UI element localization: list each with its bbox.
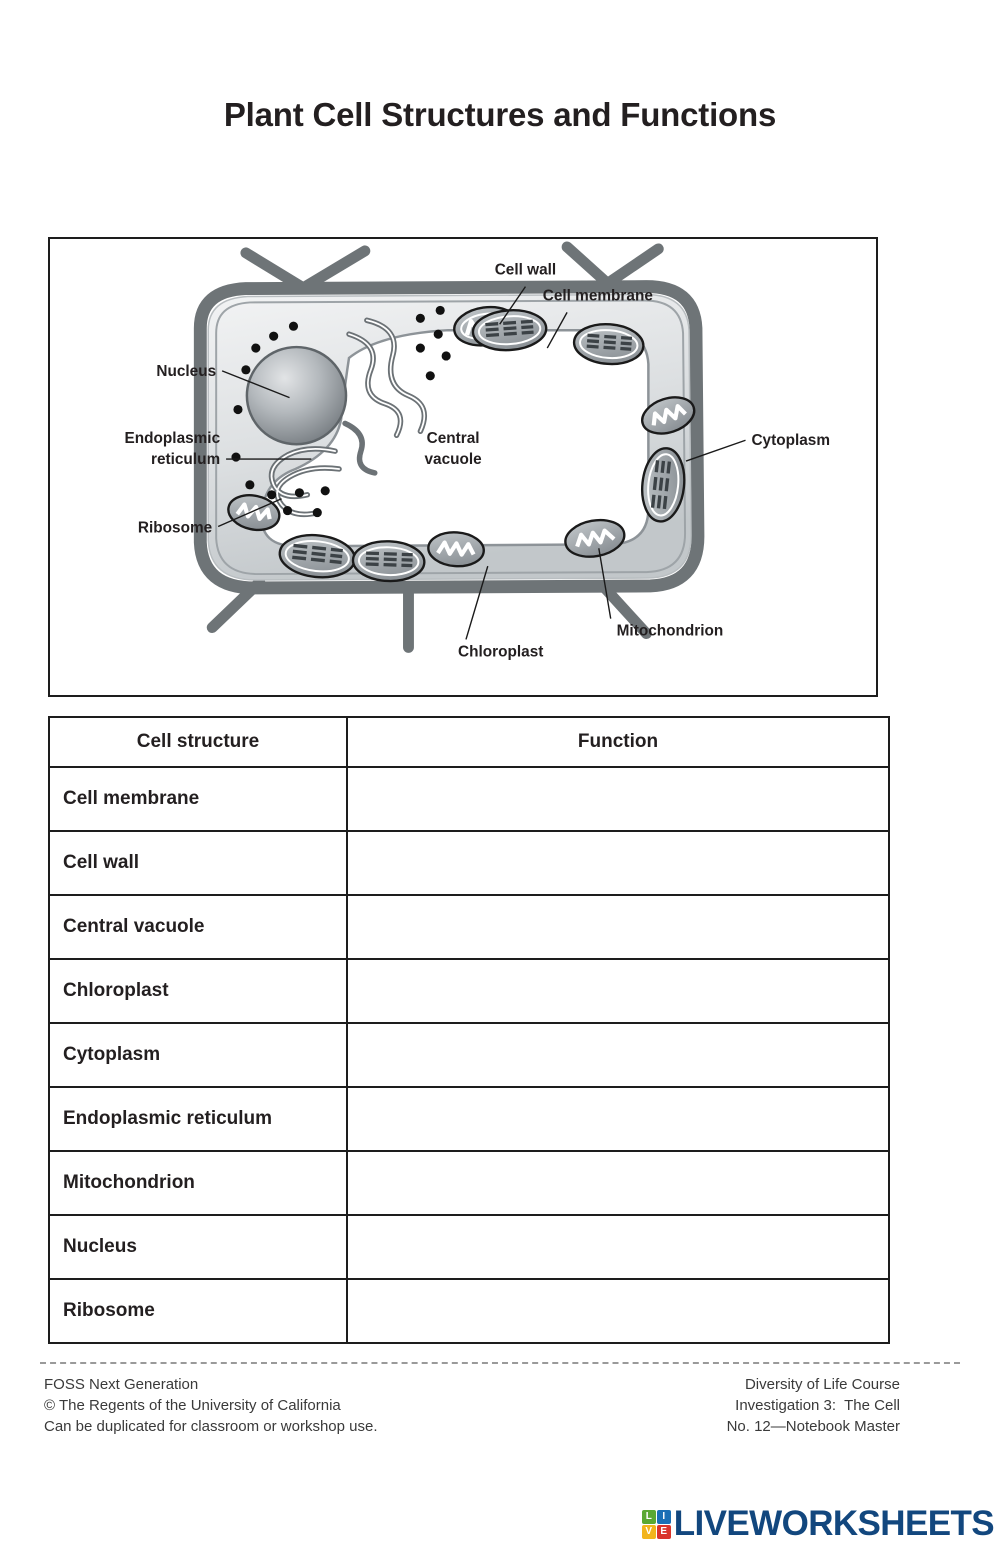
logo-tile-i: I [656,1509,671,1524]
liveworksheets-wordmark: LIVEWORKSHEETS [673,1504,995,1543]
leader-cytoplasm [685,439,746,462]
nucleus-shape [245,345,348,446]
label-mitochondrion: Mitochondrion [617,623,724,640]
footer-right-line: Investigation 3: The Cell [735,1397,900,1414]
structure-label: Cell membrane [48,766,348,832]
leader-mitochondrion [598,548,612,619]
table-row: Chloroplast [48,958,890,1024]
footer-left-block: FOSS Next Generation © The Regents of th… [44,1374,378,1437]
structure-label: Ribosome [48,1278,348,1344]
table-row: Nucleus [48,1214,890,1280]
table-body: Cell membrane Cell wall Central vacuole … [48,766,890,1344]
function-answer-field[interactable] [346,766,890,832]
leader-lines [217,286,746,640]
function-answer-field[interactable] [346,1278,890,1344]
cell-structure-function-table: Cell structure Function Cell membrane Ce… [48,716,890,1344]
table-row: Cell wall [48,830,890,896]
function-answer-field[interactable] [346,1150,890,1216]
structure-label: Central vacuole [48,894,348,960]
footer-divider [40,1362,960,1364]
leader-nucleus [221,370,290,399]
table-row: Central vacuole [48,894,890,960]
footer-right-line: No. 12—Notebook Master [726,1418,900,1435]
label-cytoplasm: Cytoplasm [751,432,830,449]
page-footer: FOSS Next Generation © The Regents of th… [0,1374,1000,1454]
cell-wall-shape [193,280,705,595]
footer-right-line: Diversity of Life Course [744,1376,900,1393]
label-nucleus: Nucleus [156,363,216,380]
table-row: Endoplasmic reticulum [48,1086,890,1152]
logo-tile-v: V [641,1524,656,1539]
cell-diagram-frame: Cell wall Cell membrane Nucleus Endoplas… [48,237,878,697]
label-cell-wall: Cell wall [495,262,556,279]
table-row: Cytoplasm [48,1022,890,1088]
function-answer-field[interactable] [346,1022,890,1088]
logo-tile-e: E [656,1524,671,1539]
structure-label: Cell wall [48,830,348,896]
liveworksheets-mark-icon: L I V E [641,1509,671,1539]
label-central-vacuole-line2: vacuole [424,451,482,468]
function-answer-field[interactable] [346,894,890,960]
function-answer-field[interactable] [346,1086,890,1152]
plant-cell-illustration: Cell wall Cell membrane Nucleus Endoplas… [125,241,830,660]
label-central-vacuole-line1: Central [427,430,480,447]
mitochondrion-shapes [227,305,696,568]
structure-label: Nucleus [48,1214,348,1280]
footer-right-block: Diversity of Life Course Investigation 3… [727,1374,900,1437]
structure-label: Endoplasmic reticulum [48,1086,348,1152]
chloroplast-shapes [278,309,686,583]
footer-left-line: © The Regents of the University of Calif… [44,1397,341,1414]
leader-cell-membrane [546,312,568,349]
label-cell-membrane: Cell membrane [543,287,654,304]
leader-cell-wall [499,286,527,325]
function-answer-field[interactable] [346,830,890,896]
header-cell-structure: Cell structure [48,716,348,768]
page-title: Plant Cell Structures and Functions [223,96,777,133]
table-row: Ribosome [48,1278,890,1344]
table-header-row: Cell structure Function [48,716,890,768]
label-endoplasmic-reticulum-line2: reticulum [151,451,220,468]
cell-membrane-shape [215,299,687,576]
leader-chloroplast [465,565,489,640]
table-row: Mitochondrion [48,1150,890,1216]
label-chloroplast: Chloroplast [458,643,543,660]
ribosome-dots [231,305,451,518]
leader-ribosome [217,498,282,528]
structure-label: Cytoplasm [48,1022,348,1088]
logo-tile-l: L [641,1509,656,1524]
structure-label: Chloroplast [48,958,348,1024]
function-answer-field[interactable] [346,958,890,1024]
footer-left-line: FOSS Next Generation [44,1376,199,1393]
label-ribosome: Ribosome [138,519,213,536]
footer-left-line: Can be duplicated for classroom or works… [44,1418,378,1435]
structure-label: Mitochondrion [48,1150,348,1216]
liveworksheets-logo[interactable]: L I V E LIVEWORKSHEETS [641,1504,995,1544]
table-row: Cell membrane [48,766,890,832]
label-endoplasmic-reticulum-line1: Endoplasmic [125,430,221,447]
function-answer-field[interactable] [346,1214,890,1280]
endoplasmic-reticulum-lumen [270,319,426,516]
header-function: Function [346,716,890,768]
